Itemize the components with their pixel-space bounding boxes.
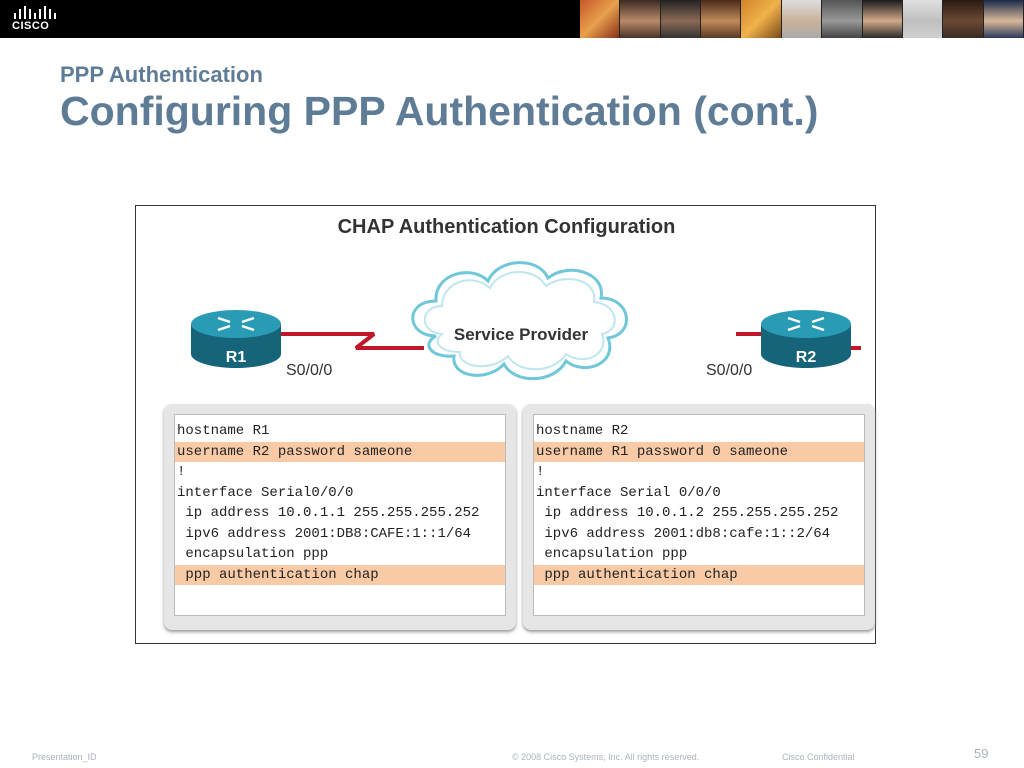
router-r1-label: R1 [226, 349, 247, 366]
banner-photo [781, 0, 823, 38]
config-line: ppp authentication chap [534, 564, 864, 585]
r2-config-panel: hostname R2 username R1 password 0 sameon… [523, 404, 875, 630]
banner-photos [580, 0, 1024, 38]
config-line: encapsulation ppp [536, 546, 688, 562]
r2-interface-label: S0/0/0 [706, 362, 752, 379]
config-line: interface Serial0/0/0 [177, 484, 354, 501]
slide-title: Configuring PPP Authentication (cont.) [60, 88, 819, 134]
router-r2-label: R2 [796, 349, 817, 366]
r1-config-text: hostname R1 username R2 password sameone!… [174, 414, 506, 616]
figure-title: CHAP Authentication Configuration [337, 216, 676, 238]
config-line: ! [536, 464, 545, 480]
banner-photo [862, 0, 903, 38]
banner-photo [902, 0, 944, 38]
config-line: hostname R2 [536, 423, 629, 439]
config-line: interface Serial 0/0/0 [536, 484, 721, 501]
r2-config-text: hostname R2 username R1 password 0 sameon… [533, 414, 865, 616]
banner-photo [943, 0, 984, 38]
banner-photo [983, 0, 1024, 38]
config-line: ip address 10.0.1.2 255.255.255.252 [536, 505, 839, 521]
footer-presentation-id: Presentation_ID [32, 752, 97, 762]
footer-copyright: © 2008 Cisco Systems, Inc. All rights re… [512, 752, 700, 762]
config-line: ppp authentication chap [175, 564, 505, 585]
config-line: username R1 password 0 sameone [534, 441, 864, 462]
slide-subtitle: PPP Authentication [60, 62, 263, 87]
cisco-bars-icon [14, 6, 56, 19]
banner-photo [701, 0, 742, 38]
network-diagram: Service Provider R1 S0/0/0 R [191, 261, 861, 381]
config-line: ! [177, 464, 186, 480]
top-banner: CISCO [0, 0, 1024, 38]
config-line: ipv6 address 2001:db8:cafe:1::2/64 [536, 525, 831, 542]
banner-photo [660, 0, 702, 38]
router-r2-icon [761, 310, 851, 368]
config-line: encapsulation ppp [177, 546, 329, 562]
config-line: hostname R1 [177, 423, 270, 439]
logo-text: CISCO [12, 20, 50, 32]
banner-photo [741, 0, 782, 38]
footer-confidential: Cisco Confidential [782, 752, 855, 762]
config-line: ip address 10.0.1.1 255.255.255.252 [177, 505, 480, 521]
service-provider-cloud-icon [411, 261, 628, 381]
config-line: username R2 password sameone [175, 441, 505, 462]
serial-link-r1 [279, 332, 424, 350]
banner-photo [620, 0, 661, 38]
r1-interface-label: S0/0/0 [286, 362, 332, 379]
page-number: 59 [974, 746, 989, 761]
banner-photo [822, 0, 863, 38]
config-line: ipv6 address 2001:DB8:CAFE:1::1/64 [177, 525, 472, 542]
banner-photo [580, 0, 621, 38]
router-r1-icon [191, 310, 281, 368]
chap-figure: CHAP Authentication Configuration Servic… [135, 205, 876, 644]
cisco-logo: CISCO [12, 6, 62, 34]
cloud-label: Service Provider [454, 325, 589, 344]
r1-config-panel: hostname R1 username R2 password sameone!… [164, 404, 516, 630]
